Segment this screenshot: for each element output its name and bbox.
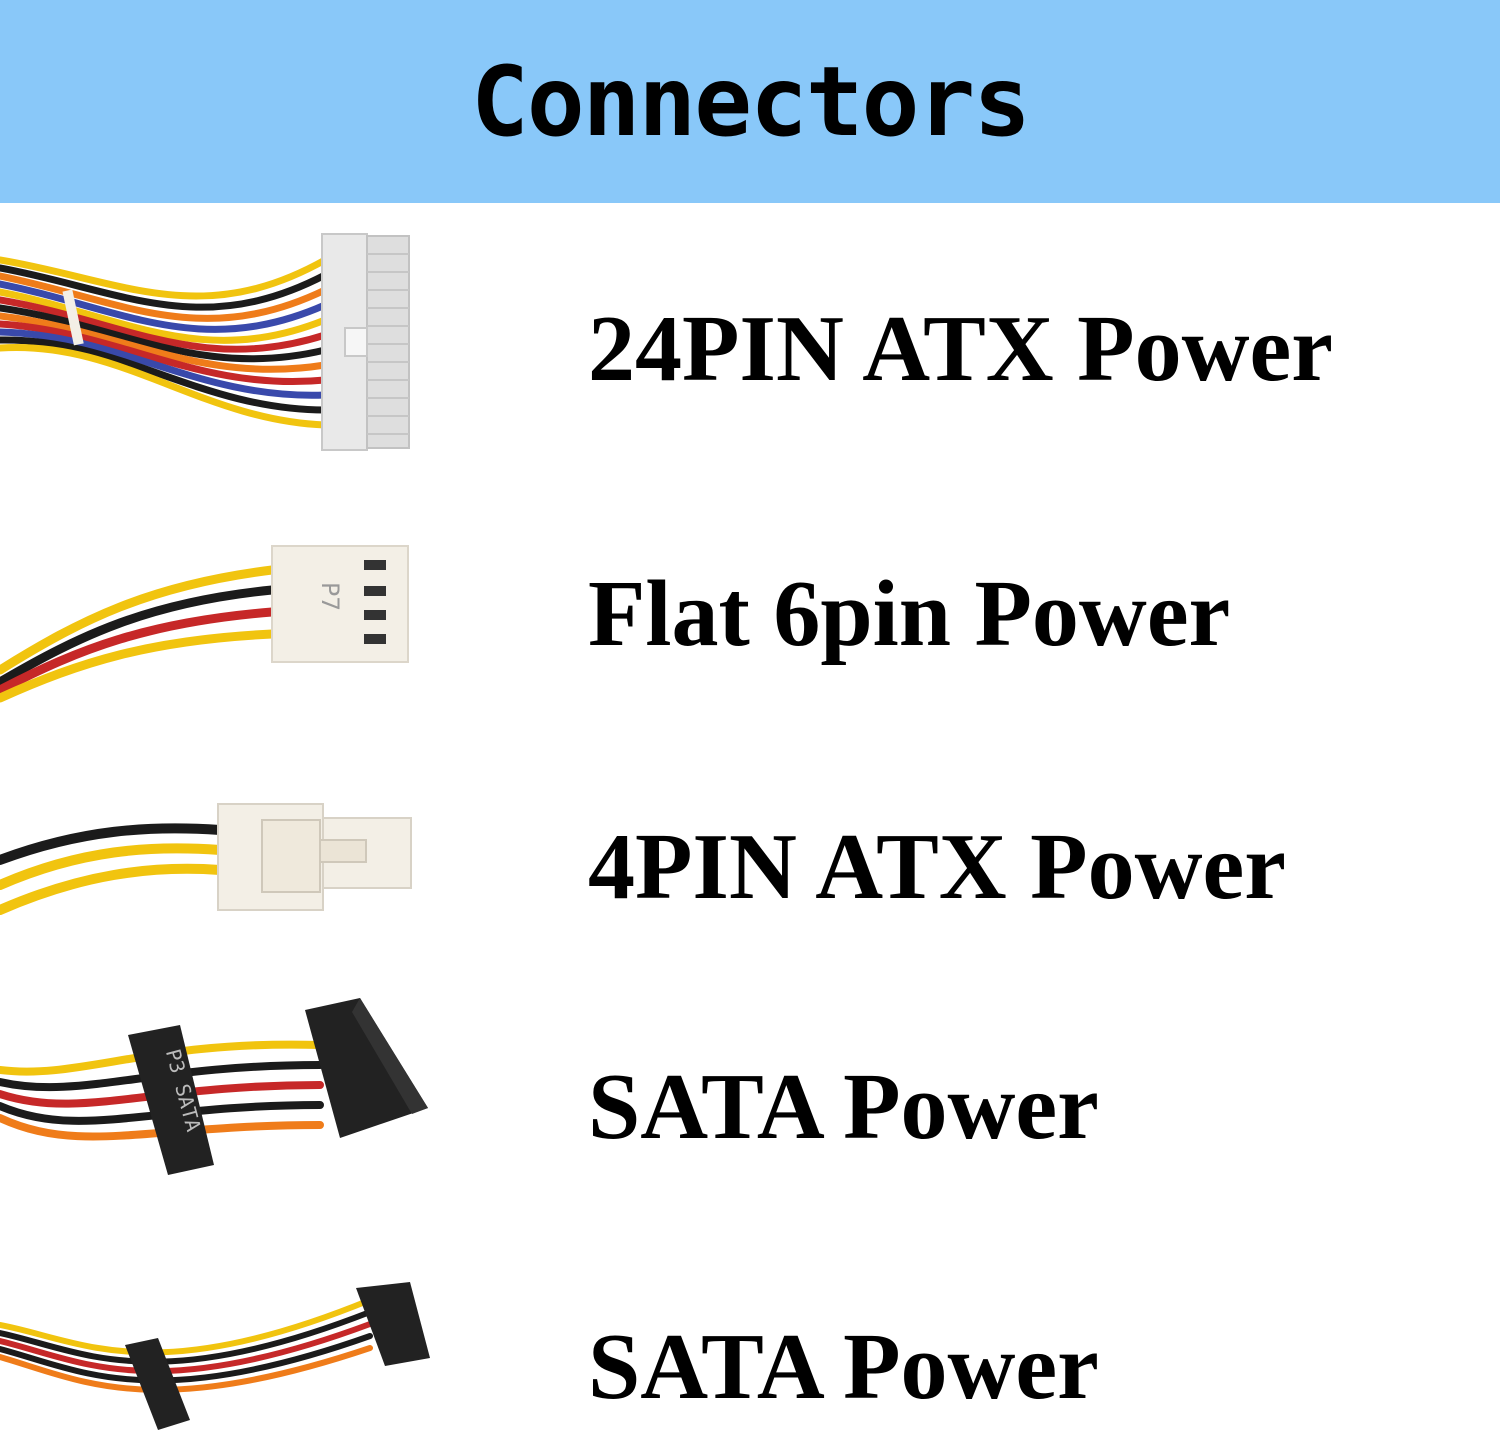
connector-label: Flat 6pin Power <box>588 562 1231 666</box>
connector-label: SATA Power <box>588 1055 1099 1159</box>
connector-row-24pin: 24PIN ATX Power <box>0 220 1500 470</box>
sata-connector-icon: P3 SATA <box>0 998 428 1175</box>
sata-connector-icon <box>0 1282 430 1430</box>
atx-24pin-connector-icon <box>0 233 410 451</box>
header-banner: Connectors <box>0 0 1500 203</box>
svg-text:P7: P7 <box>316 582 344 611</box>
connector-label: SATA Power <box>588 1315 1099 1419</box>
connector-label: 24PIN ATX Power <box>588 297 1333 401</box>
flat-6pin-connector-icon: P7 <box>0 545 409 703</box>
page-title: Connectors <box>471 45 1031 158</box>
connector-row-flat-6pin: P7 Flat 6pin Power <box>0 530 1500 705</box>
connector-row-4pin-atx: 4PIN ATX Power <box>0 790 1500 940</box>
atx-4pin-connector-icon <box>0 803 412 915</box>
connector-row-sata-2: SATA Power <box>0 1270 1500 1440</box>
connector-row-sata-1: P3 SATA SATA Power <box>0 990 1500 1190</box>
connector-label: 4PIN ATX Power <box>588 815 1286 919</box>
